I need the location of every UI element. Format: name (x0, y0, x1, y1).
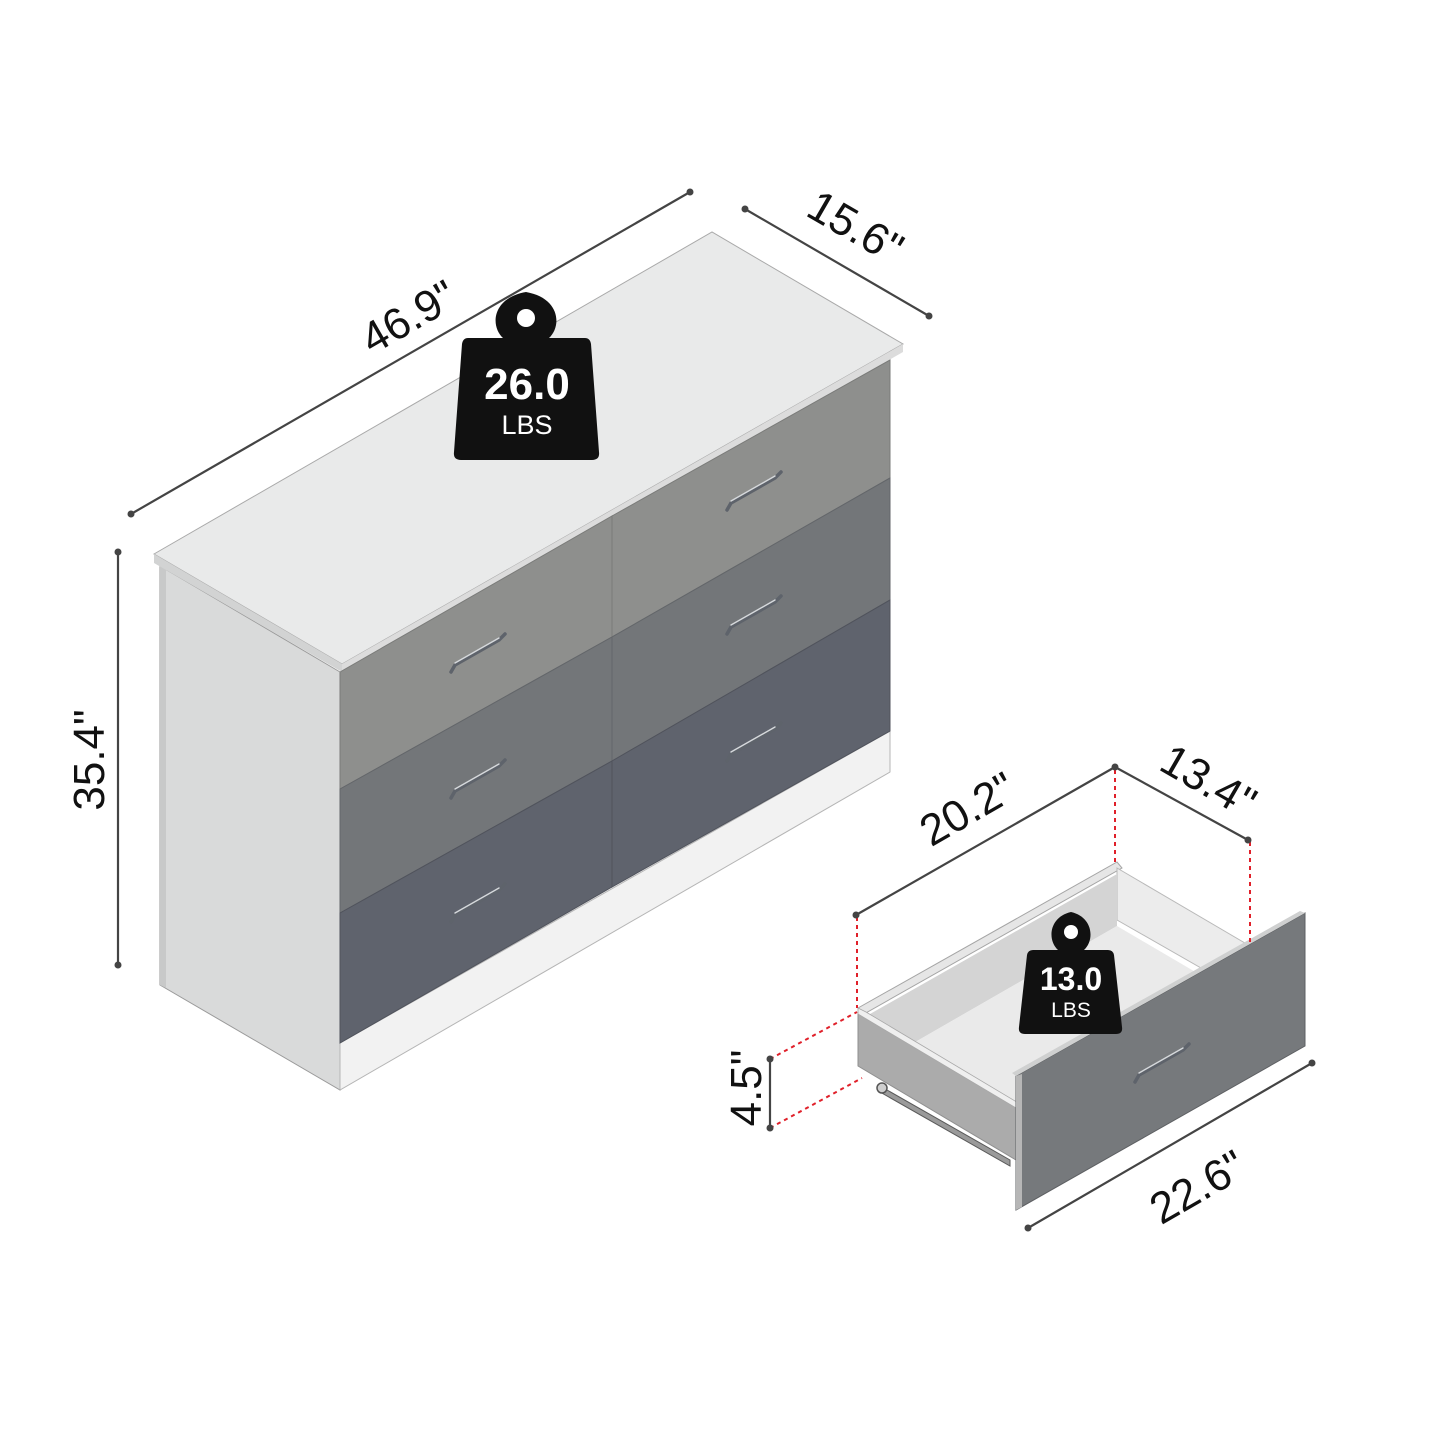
drawer-runner-wheel (876, 1082, 888, 1094)
dresser-depth-label: 15.6" (799, 181, 911, 274)
drawer-height-dimension: 4.5" (722, 1050, 774, 1132)
drawer-weight-unit: LBS (1051, 999, 1091, 1022)
dresser-weight-value: 26.0 (484, 360, 570, 409)
dresser-side-edge (160, 566, 166, 988)
drawer-handle-left-middle (449, 758, 507, 800)
drawer-inner-width-dimension: 20.2" (852, 763, 1119, 919)
drawer-guide-lines (769, 770, 1251, 1129)
drawer-front-handle (1133, 1042, 1191, 1084)
drawer-inner-depth-label: 13.4" (1152, 735, 1264, 828)
drawer-handle-right-middle (725, 594, 783, 636)
dresser-height-dimension: 35.4" (65, 548, 122, 969)
weight-icon: 13.0 LBS (1018, 912, 1123, 1034)
weight-icon: 26.0 LBS (453, 292, 600, 460)
dresser-weight-unit: LBS (501, 410, 552, 440)
drawer-height-label: 4.5" (722, 1050, 771, 1127)
drawer-inner-depth-dimension: 13.4" (1114, 735, 1264, 844)
dresser-base (339, 730, 891, 1091)
drawer-front-width-label: 22.6" (1142, 1141, 1254, 1234)
drawer-front-side-edge (1016, 1074, 1022, 1210)
drawer-handle-right-top (725, 470, 783, 512)
drawer-weight-value: 13.0 (1040, 961, 1102, 997)
drawer-handle-left-bottom (449, 882, 507, 924)
drawer-inner-width-label: 20.2" (912, 763, 1024, 856)
dresser-top-front-edge (154, 554, 342, 672)
drawer-front-top-edge (1012, 911, 1305, 1076)
drawer-handle-right-bottom (725, 721, 783, 763)
drawer-handle-left-top (449, 632, 507, 674)
dresser-height-label: 35.4" (65, 709, 114, 810)
dresser-width-label: 46.9" (353, 271, 465, 364)
